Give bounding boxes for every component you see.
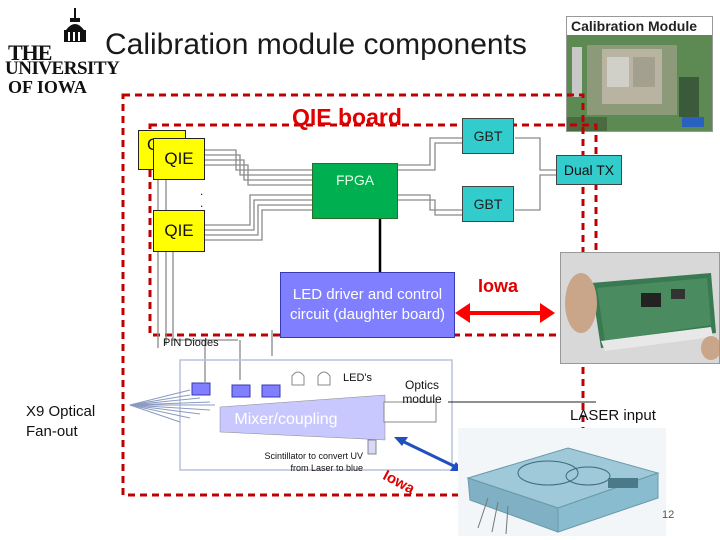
calibration-module-photo: Calibration Module — [566, 16, 713, 132]
dual-tx-box: Dual TX — [556, 155, 622, 185]
dots-2: . — [200, 196, 204, 210]
fpga-box: FPGA — [312, 163, 398, 219]
qie-label-1: QIE — [164, 149, 194, 168]
optics-module-photo — [458, 428, 666, 536]
fanout-label: X9 Optical Fan-out — [26, 403, 96, 440]
logo-university: UNIVERSITY — [5, 58, 120, 79]
dual-tx-label: Dual TX — [563, 162, 615, 178]
gbt-label-1: GBT — [473, 128, 503, 144]
qie-box-2: QIE — [153, 210, 205, 252]
led-driver-label: LED driver and control circuit (daughter… — [289, 286, 446, 323]
gbt-box-2: GBT — [462, 186, 514, 222]
logo-the: THE — [8, 40, 52, 65]
gbt-box-1: GBT — [462, 118, 514, 154]
qie-label-2: QIE — [164, 221, 194, 240]
old-capitol-icon — [64, 8, 86, 42]
mixer-box: Mixer/coupling — [225, 408, 347, 432]
gbt-label-2: GBT — [473, 196, 503, 212]
leds-label: LED's — [343, 372, 372, 384]
calibration-module-photo-label: Calibration Module — [571, 18, 697, 34]
optics-module-label: Optics module — [402, 378, 442, 406]
qie-board-label: QIE board — [292, 104, 402, 130]
scintillator-label: Scintillator to convert UV from Laser to… — [264, 451, 363, 473]
led-driver-box: LED driver and control circuit (daughter… — [280, 272, 455, 338]
iowa-label: Iowa — [478, 276, 519, 296]
slide-title: Calibration module components — [105, 28, 527, 61]
dots-1: . — [200, 184, 204, 198]
fpga-label: FPGA — [335, 172, 375, 188]
page-number: 12 — [662, 509, 675, 521]
pin-diodes-label: PIN Diodes — [163, 337, 219, 349]
laser-input-label: LASER input — [570, 407, 656, 424]
qie-box-1: QIE — [153, 138, 205, 180]
daughter-board-photo — [560, 252, 720, 364]
logo-of-iowa: OF IOWA — [8, 77, 87, 97]
mixer-label: Mixer/coupling — [234, 411, 338, 428]
